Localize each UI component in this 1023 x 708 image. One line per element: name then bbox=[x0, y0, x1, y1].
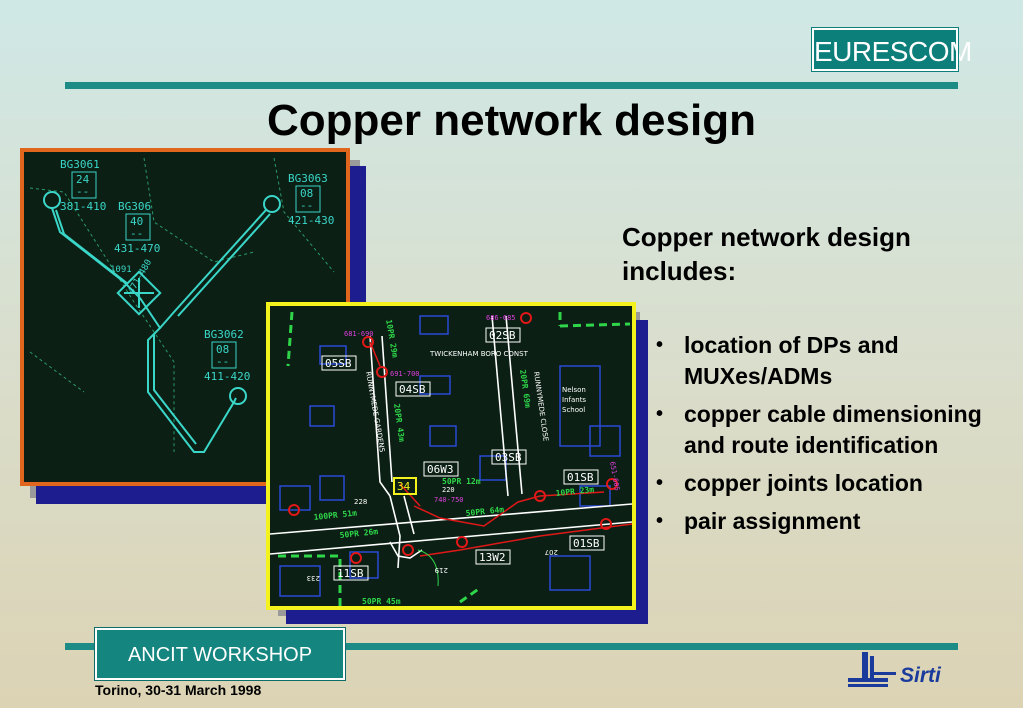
workshop-badge: ANCIT WORKSHOP bbox=[94, 627, 346, 681]
street-twickenham: TWICKENHAM BORO CONST bbox=[429, 350, 529, 358]
cable-label: 50PR 26m bbox=[339, 527, 378, 540]
dp-dash: -- bbox=[130, 227, 143, 240]
school-line-3: School bbox=[562, 406, 585, 414]
pair-range: 681-690 bbox=[344, 330, 374, 338]
bullet-dot-icon: • bbox=[656, 403, 664, 425]
bullet-item: • copper cable dimensioning and route ide… bbox=[656, 399, 1016, 461]
house-number: 207 bbox=[545, 548, 558, 556]
bullet-text: location of DPs and MUXes/ADMs bbox=[684, 332, 899, 389]
school-line-1: Nelson bbox=[562, 386, 586, 394]
cable-label: 50PR 12m bbox=[442, 477, 481, 486]
sirti-wordmark: Sirti bbox=[900, 664, 941, 687]
pair-range: 220 bbox=[442, 486, 455, 494]
top-rule bbox=[65, 82, 958, 89]
cable-label: 50PR 64m bbox=[465, 505, 504, 518]
street-runnymede-gardens: RUNNYMEDE GARDENS bbox=[364, 371, 386, 454]
bullet-item: • pair assignment bbox=[656, 506, 1016, 537]
pair-range: 411-420 bbox=[204, 370, 250, 383]
label-bg3062: BG3062 bbox=[204, 328, 244, 341]
dp-count: 08 bbox=[300, 187, 313, 200]
right-map: 02SB 05SB 04SB 03SB 06W3 01SB 01SB 13W2 … bbox=[266, 302, 636, 610]
box-34: 34 bbox=[397, 480, 411, 493]
box-02sb: 02SB bbox=[489, 329, 516, 342]
label-bg3063: BG3063 bbox=[288, 172, 328, 185]
cable-label: 100PR 51m bbox=[313, 508, 357, 522]
dp-dash: -- bbox=[216, 355, 229, 368]
box-01sb-2: 01SB bbox=[573, 537, 600, 550]
pair-range: 421-430 bbox=[288, 214, 334, 227]
bullet-text: copper cable dimensioning and route iden… bbox=[684, 401, 982, 458]
bullet-dot-icon: • bbox=[656, 334, 664, 356]
house-number: 219 bbox=[435, 566, 448, 574]
box-11sb: 11SB bbox=[337, 567, 364, 580]
dp-dash: -- bbox=[76, 185, 89, 198]
cable-label: 50PR 45m bbox=[362, 597, 401, 606]
box-05sb: 05SB bbox=[325, 357, 352, 370]
box-04sb: 04SB bbox=[399, 383, 426, 396]
bullet-list: • location of DPs and MUXes/ADMs • copper … bbox=[656, 330, 1016, 544]
bullet-item: • location of DPs and MUXes/ADMs bbox=[656, 330, 1016, 392]
footer-date: Torino, 30-31 March 1998 bbox=[95, 682, 262, 698]
bullet-dot-icon: • bbox=[656, 510, 664, 532]
bottom-rule bbox=[65, 643, 958, 650]
label-bg306: BG306 bbox=[118, 200, 151, 213]
joint-label: 1091 bbox=[110, 265, 132, 275]
house-number: 233 bbox=[307, 574, 320, 582]
dp-count: 08 bbox=[216, 343, 229, 356]
school-line-2: Infants bbox=[562, 396, 586, 404]
cable-label: 10PR 23m bbox=[555, 485, 594, 498]
cable-label: 20PR 69m bbox=[518, 369, 532, 409]
cable-label: 10PR 29m bbox=[384, 319, 400, 359]
bullet-dot-icon: • bbox=[656, 472, 664, 494]
pair-range: 431-470 bbox=[114, 242, 160, 255]
slide-title: Copper network design bbox=[267, 96, 756, 145]
right-map-drawing: 02SB 05SB 04SB 03SB 06W3 01SB 01SB 13W2 … bbox=[270, 306, 632, 606]
pair-range: 740-750 bbox=[434, 496, 464, 504]
slide-subheading: Copper network design includes: bbox=[622, 222, 911, 286]
bullet-item: • copper joints location bbox=[656, 468, 1016, 499]
bullet-text: copper joints location bbox=[684, 470, 923, 496]
pair-range: 691-700 bbox=[390, 370, 420, 378]
street-runnymede-close: RUNNYMEDE CLOSE bbox=[532, 371, 550, 442]
dp-count: 24 bbox=[76, 173, 90, 186]
label-bg3061: BG3061 bbox=[60, 158, 100, 171]
pair-range: 381-410 bbox=[60, 200, 106, 213]
box-06w3: 06W3 bbox=[427, 463, 454, 476]
dp-dash: -- bbox=[300, 199, 313, 212]
bullet-text: pair assignment bbox=[684, 508, 861, 534]
box-13w2: 13W2 bbox=[479, 551, 506, 564]
house-number: 228 bbox=[354, 498, 367, 506]
sirti-logo-icon bbox=[848, 652, 896, 687]
box-01sb: 01SB bbox=[567, 471, 594, 484]
pair-range: 686-685 bbox=[486, 314, 516, 322]
cable-label: 20PR 43m bbox=[392, 403, 406, 443]
dp-count: 40 bbox=[130, 215, 143, 228]
box-03sb: 03SB bbox=[495, 451, 522, 464]
pair-range-diag: 471-480 bbox=[127, 258, 155, 296]
eurescom-logo: EURESCOM bbox=[811, 27, 972, 72]
